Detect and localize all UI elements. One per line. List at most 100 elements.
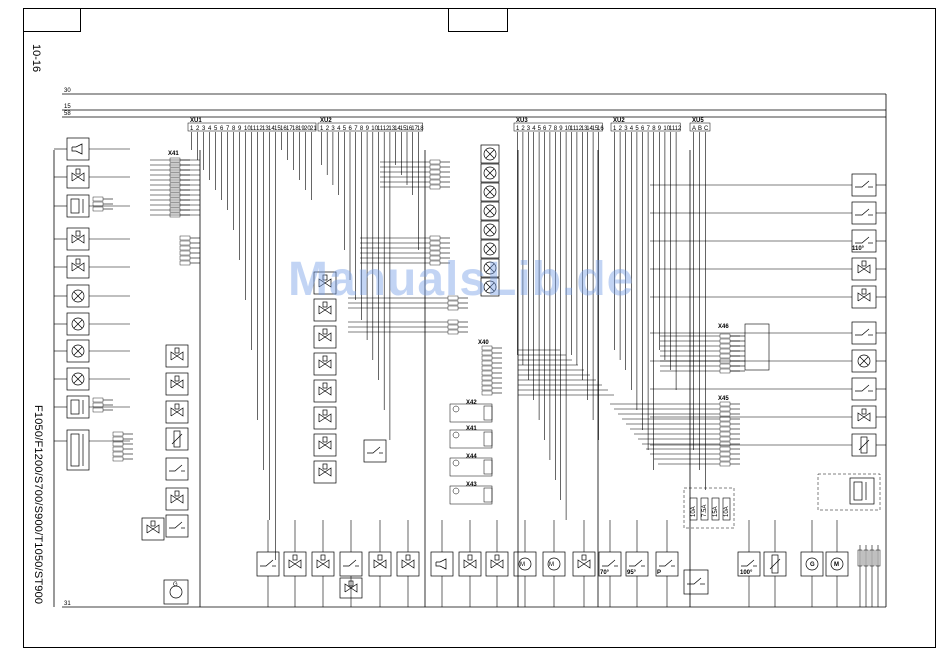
left-lamp-box bbox=[66, 312, 90, 336]
valve-coil bbox=[494, 554, 500, 561]
strip-a bbox=[169, 192, 181, 198]
left-lamp bbox=[66, 339, 90, 363]
bottom-motor-box bbox=[513, 551, 537, 577]
switch-icon bbox=[343, 559, 357, 567]
valve-icon bbox=[170, 379, 184, 389]
bottom-valve-extra-box bbox=[339, 577, 363, 599]
bottom-motor bbox=[825, 551, 849, 577]
connector-pin: 7 bbox=[647, 126, 651, 132]
lamp-icon bbox=[483, 223, 497, 237]
strip-i bbox=[719, 411, 731, 417]
connector-name: XU1 bbox=[190, 118, 202, 124]
connector-pin: 18 bbox=[292, 126, 299, 132]
relay-coil bbox=[70, 433, 80, 467]
strip-a bbox=[169, 207, 181, 213]
bottom-switch bbox=[625, 551, 649, 577]
strip-l bbox=[112, 446, 124, 452]
strip-a bbox=[169, 197, 181, 203]
connector-header bbox=[187, 122, 317, 132]
left-lamp bbox=[66, 284, 90, 308]
switch-icon bbox=[602, 559, 616, 567]
valve-col1 bbox=[165, 487, 189, 511]
horn-icon bbox=[435, 558, 447, 570]
strip-a bbox=[169, 177, 181, 183]
valve-col2-box bbox=[313, 271, 337, 295]
valve-icon bbox=[288, 559, 302, 569]
connector-pin: 10 bbox=[663, 126, 670, 132]
valve-icon bbox=[318, 467, 332, 477]
bottom-switch-p bbox=[683, 569, 709, 595]
strip-a bbox=[169, 162, 181, 168]
valve-coil bbox=[174, 403, 180, 410]
switch-col1-box bbox=[165, 514, 189, 538]
strip-k bbox=[92, 397, 104, 403]
valve-icon bbox=[170, 494, 184, 504]
lamp-mid bbox=[480, 277, 500, 297]
strip-g bbox=[481, 355, 493, 361]
left-lamp bbox=[66, 367, 90, 391]
connector-pin: 2 bbox=[196, 126, 200, 132]
generator-box bbox=[163, 579, 189, 605]
valve-icon bbox=[401, 559, 415, 569]
rail-label: 30 bbox=[64, 88, 71, 94]
right-valve-box bbox=[851, 257, 877, 281]
x46-module bbox=[744, 323, 770, 371]
bottom-sensor bbox=[763, 551, 787, 577]
bottom-switch-box bbox=[655, 551, 679, 577]
left-valve bbox=[66, 227, 90, 251]
relay-right bbox=[849, 477, 875, 505]
x4-lamp bbox=[452, 405, 460, 413]
right-switch-box bbox=[851, 201, 877, 225]
valve-icon bbox=[71, 172, 85, 182]
right-switch bbox=[851, 321, 877, 345]
strip-i bbox=[719, 456, 731, 462]
connector-pin: 9 bbox=[238, 126, 242, 132]
connector-pin: 15 bbox=[274, 126, 281, 132]
strip-i bbox=[719, 436, 731, 442]
bottom-switch-box bbox=[256, 551, 280, 577]
valve-col2 bbox=[313, 433, 337, 457]
valve-col2-box bbox=[313, 379, 337, 403]
bottom-valve-box bbox=[572, 551, 596, 577]
x4-pins bbox=[483, 487, 493, 503]
strip-c bbox=[429, 179, 441, 185]
valve-col2 bbox=[313, 352, 337, 376]
strip-a bbox=[169, 167, 181, 173]
valve-coil bbox=[174, 347, 180, 354]
fuse-label: 15A bbox=[713, 506, 719, 517]
connector-name: X40 bbox=[478, 340, 489, 346]
connector-pin: 12 bbox=[575, 126, 582, 132]
strip-b bbox=[179, 260, 191, 266]
connector-name: X45 bbox=[718, 396, 729, 402]
left-horn bbox=[66, 137, 90, 161]
valve-icon bbox=[857, 292, 871, 302]
connector-pin: 9 bbox=[658, 126, 662, 132]
connector-pin: 16 bbox=[280, 126, 287, 132]
connector-name: X41 bbox=[168, 151, 179, 157]
valve-icon bbox=[71, 262, 85, 272]
bottom-switch bbox=[256, 551, 280, 577]
right-valve bbox=[851, 285, 877, 309]
connector-blocks bbox=[92, 122, 731, 505]
title-tab-left bbox=[23, 8, 81, 32]
switch-icon bbox=[855, 208, 870, 216]
lamp-icon bbox=[483, 242, 497, 256]
lamp-cross bbox=[485, 168, 495, 178]
relay-box bbox=[817, 473, 881, 511]
x4-pins bbox=[483, 459, 493, 475]
connector-pin: 13 bbox=[262, 126, 269, 132]
valve-col1 bbox=[165, 372, 189, 396]
bottom-valve-box bbox=[368, 551, 392, 577]
rail-label: 31 bbox=[64, 601, 71, 607]
motor-icon bbox=[518, 557, 532, 571]
lamp-cross bbox=[485, 149, 495, 159]
valve-coil bbox=[861, 260, 867, 267]
connector-pin: 4 bbox=[532, 126, 536, 132]
connector-pin: 17 bbox=[411, 126, 418, 132]
strip-h bbox=[719, 348, 731, 354]
right-valve bbox=[851, 405, 877, 429]
connector-pin: 3 bbox=[331, 126, 335, 132]
left-lamp bbox=[66, 312, 90, 336]
left-relay-box bbox=[66, 395, 90, 419]
connector-pin: 1 bbox=[320, 126, 324, 132]
